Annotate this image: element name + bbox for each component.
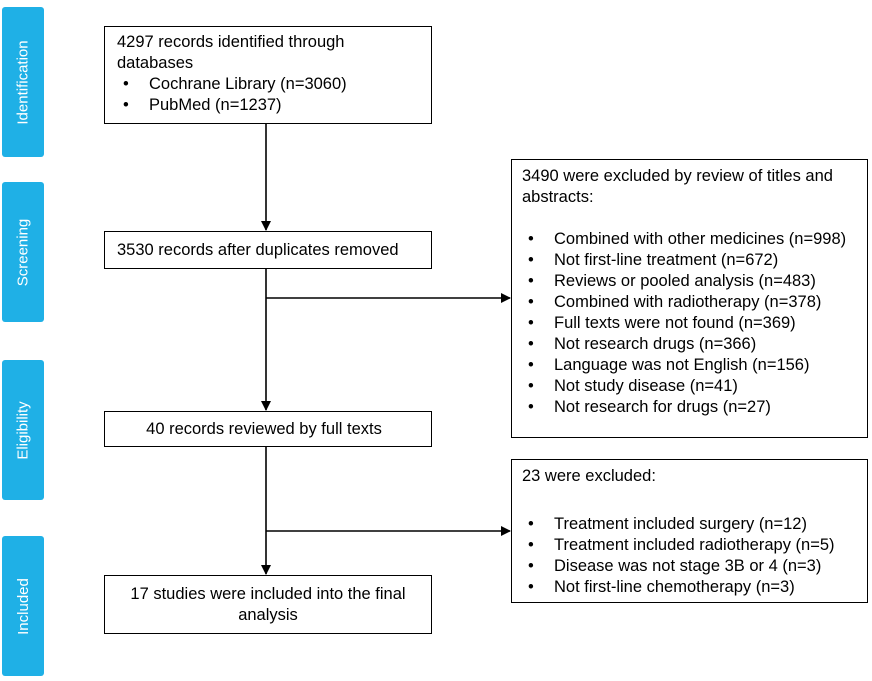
box-title: 23 were excluded: <box>522 467 656 485</box>
list-item: Not first-line chemotherapy (n=3) <box>522 577 859 598</box>
box-title: 4297 records identified through database… <box>117 33 345 72</box>
box-excluded-full-texts: 23 were excluded: Treatment included sur… <box>511 459 868 603</box>
phase-included: Included <box>2 536 44 676</box>
exclusion-reasons-list: Treatment included surgery (n=12) Treatm… <box>522 514 859 598</box>
list-item: Reviews or pooled analysis (n=483) <box>522 271 859 292</box>
list-item: Language was not English (n=156) <box>522 355 859 376</box>
phase-screening: Screening <box>2 182 44 322</box>
list-item: Treatment included radiotherapy (n=5) <box>522 535 859 556</box>
list-item: Full texts were not found (n=369) <box>522 313 859 334</box>
list-item: Not first-line treatment (n=672) <box>522 250 859 271</box>
box-title: 17 studies were included into the final … <box>130 585 406 624</box>
list-item: Not study disease (n=41) <box>522 376 859 397</box>
list-item: Combined with radiotherapy (n=378) <box>522 292 859 313</box>
phase-eligibility: Eligibility <box>2 360 44 500</box>
box-title: 3530 records after duplicates removed <box>117 241 399 259</box>
list-item: Cochrane Library (n=3060) <box>117 74 423 95</box>
box-full-texts-reviewed: 40 records reviewed by full texts <box>104 411 432 447</box>
source-list: Cochrane Library (n=3060) PubMed (n=1237… <box>117 74 423 116</box>
box-title: 40 records reviewed by full texts <box>146 420 382 438</box>
exclusion-reasons-list: Combined with other medicines (n=998) No… <box>522 229 859 418</box>
list-item: PubMed (n=1237) <box>117 95 423 116</box>
list-item: Not research drugs (n=366) <box>522 334 859 355</box>
list-item: Not research for drugs (n=27) <box>522 397 859 418</box>
box-excluded-titles-abstracts: 3490 were excluded by review of titles a… <box>511 159 868 438</box>
box-studies-included: 17 studies were included into the final … <box>104 575 432 634</box>
box-records-identified: 4297 records identified through database… <box>104 26 432 124</box>
phase-identification: Identification <box>2 7 44 157</box>
box-after-duplicates: 3530 records after duplicates removed <box>104 231 432 269</box>
box-title: 3490 were excluded by review of titles a… <box>522 167 833 206</box>
list-item: Combined with other medicines (n=998) <box>522 229 859 250</box>
list-item: Disease was not stage 3B or 4 (n=3) <box>522 556 859 577</box>
list-item: Treatment included surgery (n=12) <box>522 514 859 535</box>
